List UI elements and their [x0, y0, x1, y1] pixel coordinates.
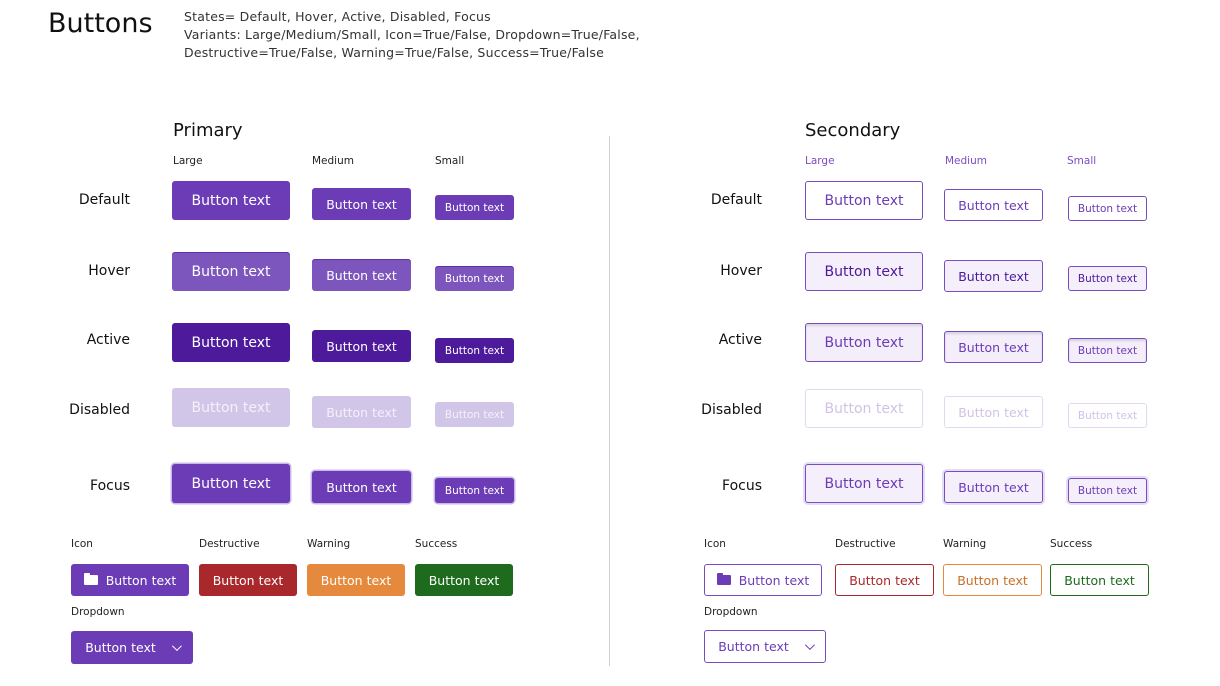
secondary-warning-button[interactable]: Button text	[943, 564, 1042, 596]
secondary-hover-medium-button[interactable]: Button text	[944, 260, 1043, 292]
primary-destructive-button[interactable]: Button text	[199, 564, 297, 596]
primary-dropdown-button-label: Button text	[85, 640, 156, 655]
secondary-default-medium-button[interactable]: Button text	[944, 189, 1043, 221]
primary-focus-medium-button[interactable]: Button text	[312, 471, 411, 503]
secondary-state-active-label: Active	[718, 332, 762, 348]
secondary-icon-label: Icon	[704, 538, 726, 550]
secondary-size-medium-label: Medium	[945, 155, 987, 167]
folder-icon	[83, 573, 98, 585]
page-title: Buttons	[48, 8, 153, 39]
primary-hover-large-button[interactable]: Button text	[172, 252, 290, 291]
primary-default-small-button[interactable]: Button text	[435, 195, 514, 220]
secondary-success-button[interactable]: Button text	[1050, 564, 1149, 596]
chevron-down-icon	[171, 641, 182, 652]
primary-destructive-label: Destructive	[199, 538, 260, 550]
chevron-down-icon	[804, 640, 815, 651]
secondary-destructive-button[interactable]: Button text	[835, 564, 934, 596]
secondary-dropdown-label: Dropdown	[704, 606, 758, 618]
primary-hover-medium-button[interactable]: Button text	[312, 259, 411, 291]
primary-disabled-medium-button: Button text	[312, 396, 411, 428]
secondary-focus-small-button[interactable]: Button text	[1068, 478, 1147, 503]
folder-icon	[716, 573, 731, 585]
primary-focus-large-button[interactable]: Button text	[172, 464, 290, 503]
secondary-default-large-button[interactable]: Button text	[805, 181, 923, 220]
secondary-state-focus-label: Focus	[722, 478, 762, 494]
secondary-active-large-button[interactable]: Button text	[805, 323, 923, 362]
secondary-size-small-label: Small	[1067, 155, 1097, 167]
primary-state-active-label: Active	[86, 332, 130, 348]
primary-warning-button[interactable]: Button text	[307, 564, 405, 596]
primary-icon-button[interactable]: Button text	[71, 564, 189, 596]
primary-icon-label: Icon	[71, 538, 93, 550]
secondary-active-small-button[interactable]: Button text	[1068, 338, 1147, 363]
secondary-hover-large-button[interactable]: Button text	[805, 252, 923, 291]
primary-title: Primary	[173, 120, 243, 141]
secondary-success-label: Success	[1050, 538, 1093, 550]
secondary-dropdown-button[interactable]: Button text	[704, 630, 826, 663]
secondary-focus-medium-button[interactable]: Button text	[944, 471, 1043, 503]
secondary-state-default-label: Default	[710, 192, 762, 208]
primary-size-small-label: Small	[435, 155, 465, 167]
primary-active-small-button[interactable]: Button text	[435, 338, 514, 363]
variants-description-line-1: Variants: Large/Medium/Small, Icon=True/…	[184, 27, 640, 42]
primary-focus-small-button[interactable]: Button text	[435, 478, 514, 503]
secondary-icon-button-label: Button text	[738, 572, 810, 588]
primary-size-large-label: Large	[173, 155, 203, 167]
variants-description-line-2: Destructive=True/False, Warning=True/Fal…	[184, 45, 604, 60]
primary-active-large-button[interactable]: Button text	[172, 323, 290, 362]
primary-state-focus-label: Focus	[90, 478, 130, 494]
secondary-disabled-medium-button: Button text	[944, 396, 1043, 428]
secondary-focus-large-button[interactable]: Button text	[805, 464, 923, 503]
primary-default-medium-button[interactable]: Button text	[312, 188, 411, 220]
primary-disabled-small-button: Button text	[435, 402, 514, 427]
primary-state-hover-label: Hover	[88, 263, 130, 279]
secondary-dropdown-button-label: Button text	[718, 639, 789, 654]
states-description: States= Default, Hover, Active, Disabled…	[184, 9, 491, 24]
primary-dropdown-label: Dropdown	[71, 606, 125, 618]
primary-icon-button-label: Button text	[105, 572, 177, 588]
primary-active-medium-button[interactable]: Button text	[312, 330, 411, 362]
secondary-disabled-small-button: Button text	[1068, 403, 1147, 428]
section-divider	[609, 136, 610, 666]
primary-state-disabled-label: Disabled	[69, 402, 130, 418]
primary-success-label: Success	[415, 538, 458, 550]
primary-success-button[interactable]: Button text	[415, 564, 513, 596]
secondary-icon-button[interactable]: Button text	[704, 564, 822, 596]
primary-disabled-large-button: Button text	[172, 388, 290, 427]
secondary-disabled-large-button: Button text	[805, 389, 923, 428]
secondary-warning-label: Warning	[943, 538, 987, 550]
primary-hover-small-button[interactable]: Button text	[435, 266, 514, 291]
secondary-size-large-label: Large	[805, 155, 835, 167]
secondary-title: Secondary	[805, 120, 901, 141]
primary-size-medium-label: Medium	[312, 155, 354, 167]
secondary-default-small-button[interactable]: Button text	[1068, 196, 1147, 221]
secondary-state-disabled-label: Disabled	[701, 402, 762, 418]
primary-dropdown-button[interactable]: Button text	[71, 631, 193, 664]
secondary-hover-small-button[interactable]: Button text	[1068, 266, 1147, 291]
primary-warning-label: Warning	[307, 538, 351, 550]
primary-default-large-button[interactable]: Button text	[172, 181, 290, 220]
secondary-destructive-label: Destructive	[835, 538, 896, 550]
secondary-active-medium-button[interactable]: Button text	[944, 331, 1043, 363]
primary-state-default-label: Default	[78, 192, 130, 208]
secondary-state-hover-label: Hover	[720, 263, 762, 279]
